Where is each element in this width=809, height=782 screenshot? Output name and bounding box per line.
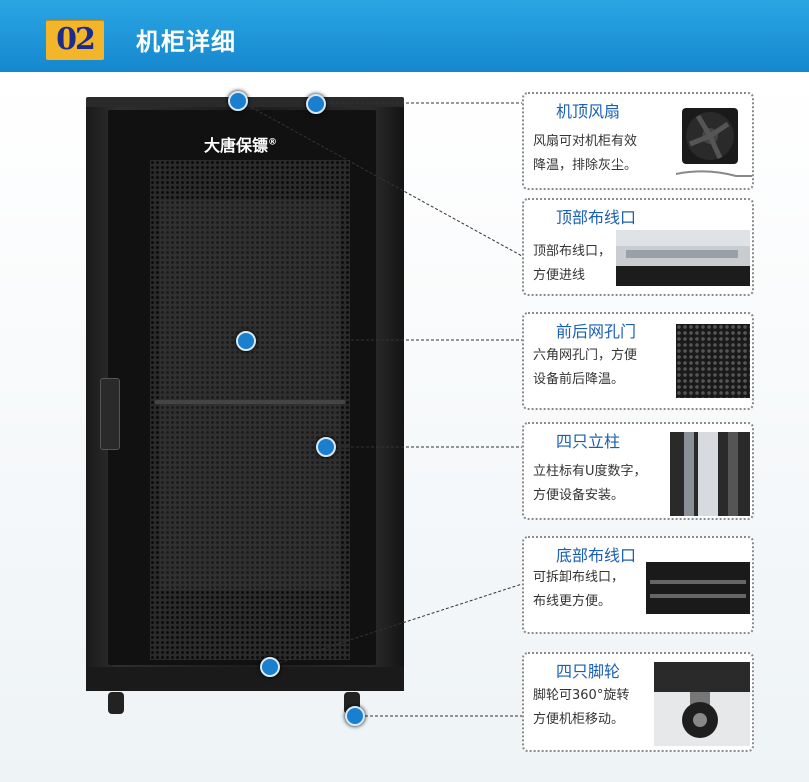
marker-dot (260, 657, 280, 677)
section-header: 02 机柜详细 (0, 0, 809, 72)
feature-description: 可拆卸布线口， 布线更方便。 (533, 570, 625, 609)
feature-callout-bottom-cable: 底部布线口 可拆卸布线口， 布线更方便。 (522, 536, 754, 634)
section-title: 机柜详细 (136, 28, 236, 56)
brand-name: 大唐保镖 (204, 136, 269, 155)
feature-title: 底部布线口 (556, 546, 637, 565)
feature-callout-top-cable: 顶部布线口 顶部布线口， 方便进线 (522, 198, 754, 296)
cabinet-shelf (155, 400, 345, 404)
feature-description: 风扇可对机柜有效 降温，排除灰尘。 (533, 134, 638, 173)
registered-mark: ® (268, 137, 278, 148)
marker-dot (228, 91, 248, 111)
bottom-cable-port-image (646, 562, 750, 614)
feature-title: 机顶风扇 (556, 102, 621, 121)
caster-image (654, 662, 750, 746)
feature-description: 六角网孔门，方便 设备前后降温。 (533, 348, 638, 387)
cabinet-base (86, 667, 404, 691)
feature-title: 顶部布线口 (556, 208, 637, 227)
door-handle (100, 378, 120, 450)
top-cable-port-image (616, 230, 750, 286)
brand-logo: 大唐保镖® (204, 132, 277, 156)
caster-wheel (108, 692, 124, 714)
marker-dot (236, 331, 256, 351)
feature-title: 四只脚轮 (556, 662, 621, 681)
feature-description: 立柱标有U度数字， 方便设备安装。 (533, 464, 647, 503)
feature-callout-top-fan: 机顶风扇 风扇可对机柜有效 降温，排除灰尘。 (522, 92, 754, 190)
feature-title: 前后网孔门 (556, 322, 637, 341)
feature-callout-casters: 四只脚轮 脚轮可360°旋转 方便机柜移动。 (522, 652, 754, 752)
marker-dot (316, 437, 336, 457)
feature-callout-mesh-door: 前后网孔门 六角网孔门，方便 设备前后降温。 (522, 312, 754, 410)
feature-description: 脚轮可360°旋转 方便机柜移动。 (533, 688, 630, 727)
fan-image (676, 108, 752, 177)
mesh-door-image (676, 324, 750, 398)
feature-callout-pillars: 四只立柱 立柱标有U度数字， 方便设备安装。 (522, 422, 754, 520)
feature-description: 顶部布线口， 方便进线 (533, 244, 612, 283)
section-number-badge: 02 (46, 20, 104, 60)
marker-dot (306, 94, 326, 114)
mesh-panel (150, 160, 350, 660)
pillar-image (670, 432, 750, 516)
marker-dot (345, 706, 365, 726)
cabinet-interior (160, 200, 340, 590)
feature-title: 四只立柱 (556, 432, 621, 451)
